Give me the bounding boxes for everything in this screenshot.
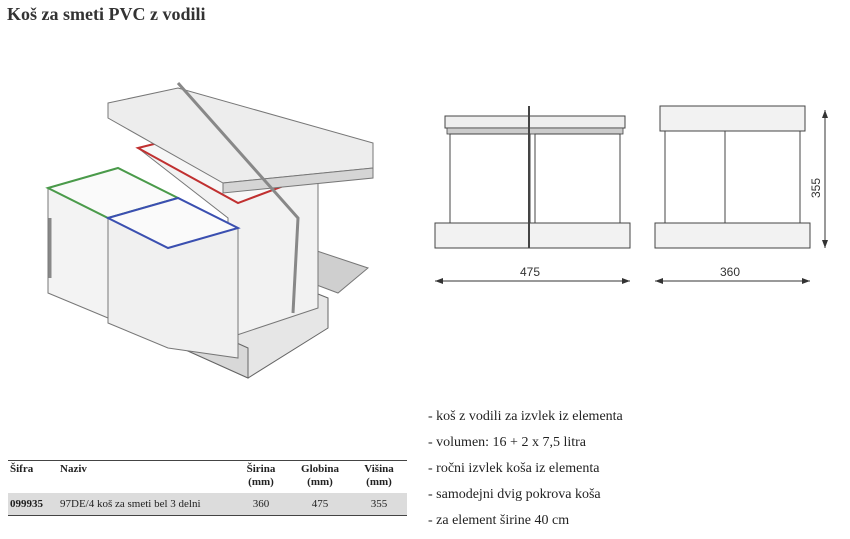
cell-code: 099935	[8, 493, 58, 516]
feature-item: - koš z vodili za izvlek iz elementa	[428, 409, 623, 424]
header-width: Širina(mm)	[233, 460, 289, 493]
feature-item: - ročni izvlek koša iz elementa	[428, 461, 600, 476]
table-header-row: Šifra Naziv Širina(mm) Globina(mm) Višin…	[8, 460, 407, 493]
feature-item: - volumen: 16 + 2 x 7,5 litra	[428, 435, 586, 450]
feature-list: - koš z vodili za izvlek iz elementa - v…	[428, 404, 623, 534]
side-height-label: 355	[809, 178, 823, 198]
cell-depth: 475	[289, 493, 351, 516]
side-depth-label: 360	[720, 265, 740, 279]
product-illustration	[45, 82, 374, 379]
header-name: Naziv	[58, 460, 233, 493]
header-depth: Globina(mm)	[289, 460, 351, 493]
cell-name: 97DE/4 koš za smeti bel 3 delni	[58, 493, 233, 516]
page-title: Koš za smeti PVC z vodili	[7, 4, 206, 24]
cell-height: 355	[351, 493, 407, 516]
feature-item: - samodejni dvig pokrova koša	[428, 487, 601, 502]
header-height: Višina(mm)	[351, 460, 407, 493]
side-view-drawing: 355 360	[654, 105, 828, 284]
header-code: Šifra	[8, 460, 58, 493]
feature-item: - za element širine 40 cm	[428, 513, 570, 528]
table-row: 099935 97DE/4 koš za smeti bel 3 delni 3…	[8, 493, 407, 516]
front-view-drawing: 475	[434, 106, 631, 284]
spec-table: Šifra Naziv Širina(mm) Globina(mm) Višin…	[8, 460, 407, 516]
front-width-label: 475	[520, 265, 540, 279]
cell-width: 360	[233, 493, 289, 516]
